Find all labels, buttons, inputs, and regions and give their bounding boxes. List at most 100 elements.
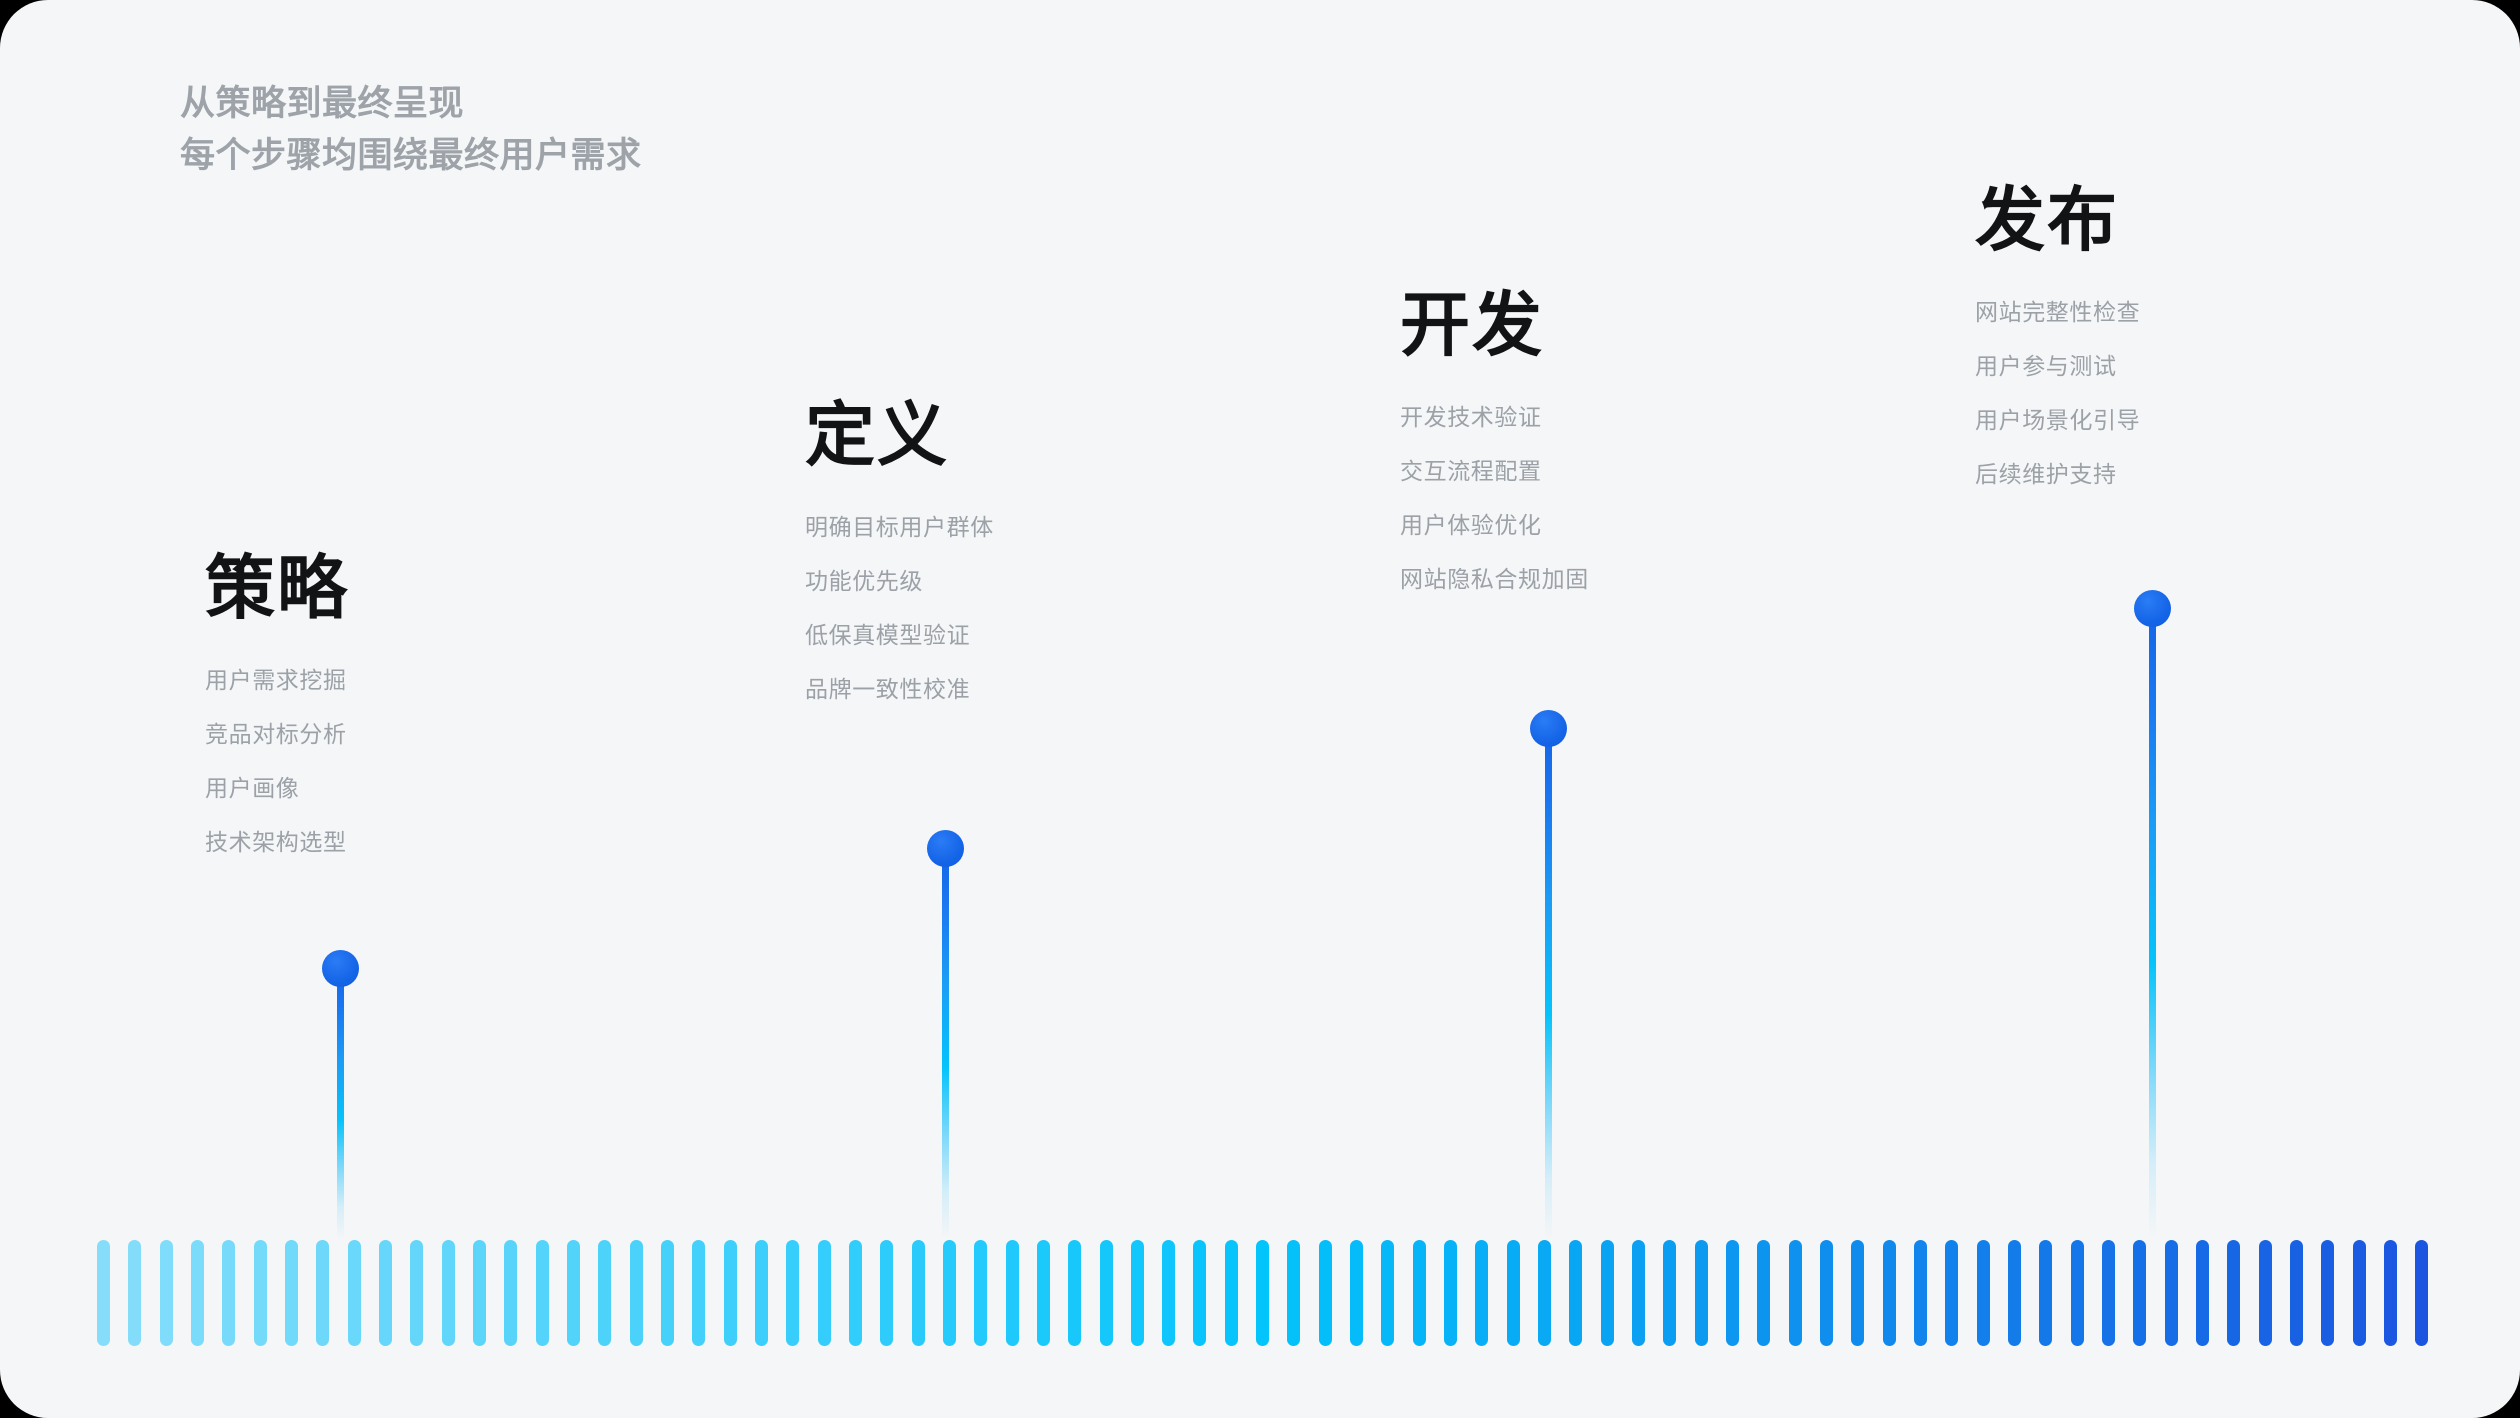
timeline-bar bbox=[1130, 1240, 1144, 1346]
stage-item: 用户场景化引导 bbox=[1975, 407, 2141, 433]
timeline-bar bbox=[222, 1240, 236, 1346]
timeline-bar bbox=[880, 1240, 894, 1346]
timeline-bar bbox=[723, 1240, 737, 1346]
timeline-bar bbox=[2321, 1240, 2335, 1346]
timeline-dot-icon bbox=[2133, 590, 2171, 627]
timeline-bar bbox=[1694, 1240, 1708, 1346]
timeline-bar bbox=[190, 1240, 204, 1346]
timeline-bar bbox=[817, 1240, 831, 1346]
timeline-bar bbox=[1318, 1240, 1332, 1346]
timeline-bar bbox=[1569, 1240, 1583, 1346]
header-line-2: 每个步骤均围绕最终用户需求 bbox=[180, 135, 642, 175]
timeline-bar bbox=[159, 1240, 173, 1346]
stage-item-list: 用户需求挖掘 竞品对标分析 用户画像 技术架构选型 bbox=[205, 669, 349, 854]
timeline-dot-icon bbox=[321, 950, 359, 987]
timeline-bar bbox=[1099, 1240, 1113, 1346]
timeline-bar bbox=[1757, 1240, 1771, 1346]
timeline-bar bbox=[1538, 1240, 1552, 1346]
stage-item: 交互流程配置 bbox=[1400, 458, 1542, 484]
timeline-bar bbox=[284, 1240, 298, 1346]
timeline-bar bbox=[692, 1240, 706, 1346]
stage-item: 后续维护支持 bbox=[1975, 461, 2117, 487]
timeline-bar bbox=[2195, 1240, 2209, 1346]
stage-item: 网站完整性检查 bbox=[1975, 299, 2141, 325]
timeline-dot-icon bbox=[926, 830, 964, 867]
timeline-stem bbox=[1544, 728, 1552, 1240]
timeline-bar bbox=[504, 1240, 518, 1346]
stage-item-list: 开发技术验证 交互流程配置 用户体验优化 网站隐私合规加固 bbox=[1400, 406, 1589, 591]
timeline-bar bbox=[629, 1240, 643, 1346]
timeline-bar bbox=[1976, 1240, 1990, 1346]
timeline-bar bbox=[2039, 1240, 2053, 1346]
header-line-1: 从策略到最终呈现 bbox=[180, 84, 465, 123]
timeline-bar bbox=[1788, 1240, 1802, 1346]
timeline-stem bbox=[941, 848, 949, 1240]
timeline-bar bbox=[566, 1240, 580, 1346]
timeline-bar bbox=[660, 1240, 674, 1346]
stage-column-strategy: 策略 用户需求挖掘 竞品对标分析 用户画像 技术架构选型 bbox=[205, 553, 349, 885]
timeline-bar bbox=[410, 1240, 424, 1346]
timeline-bar bbox=[1506, 1240, 1520, 1346]
timeline-bar bbox=[1381, 1240, 1395, 1346]
timeline-bar bbox=[1068, 1240, 1082, 1346]
stage-title: 开发 bbox=[1400, 286, 1544, 364]
timeline-bar bbox=[1224, 1240, 1238, 1346]
timeline-bar bbox=[1287, 1240, 1301, 1346]
stage-title: 发布 bbox=[1975, 181, 2119, 259]
timeline-bar bbox=[128, 1240, 142, 1346]
stage-item: 用户体验优化 bbox=[1400, 512, 1542, 538]
timeline-bar bbox=[2102, 1240, 2115, 1346]
timeline-bar bbox=[253, 1240, 267, 1346]
timeline-bar bbox=[1663, 1240, 1677, 1346]
timeline-bar bbox=[2227, 1240, 2241, 1346]
timeline-bar bbox=[2258, 1240, 2272, 1346]
stage-title: 定义 bbox=[805, 396, 949, 474]
stage-item: 低保真模型验证 bbox=[805, 622, 971, 648]
timeline-bar bbox=[1036, 1240, 1050, 1346]
timeline-bar bbox=[535, 1240, 549, 1346]
timeline-bar bbox=[754, 1240, 768, 1346]
timeline-bar bbox=[347, 1240, 361, 1346]
timeline-bar bbox=[1444, 1240, 1458, 1346]
timeline-bar bbox=[2352, 1240, 2366, 1346]
stage-item: 竞品对标分析 bbox=[205, 721, 347, 747]
timeline-bar bbox=[1005, 1240, 1019, 1346]
timeline-bar bbox=[472, 1240, 486, 1346]
stage-item-list: 网站完整性检查 用户参与测试 用户场景化引导 后续维护支持 bbox=[1975, 301, 2140, 486]
timeline-bar bbox=[1882, 1240, 1896, 1346]
timeline-bar bbox=[1256, 1240, 1270, 1346]
timeline-bar bbox=[1726, 1240, 1740, 1346]
timeline-stem bbox=[2148, 608, 2156, 1240]
timeline-bar bbox=[97, 1240, 110, 1346]
timeline-bar bbox=[378, 1240, 392, 1346]
timeline-bar bbox=[1600, 1240, 1614, 1346]
stage-item: 品牌一致性校准 bbox=[805, 676, 971, 702]
timeline-bar bbox=[1914, 1240, 1928, 1346]
stage-item: 用户画像 bbox=[205, 775, 300, 801]
stage-item: 功能优先级 bbox=[805, 568, 923, 594]
stage-item: 用户需求挖掘 bbox=[205, 667, 347, 693]
timeline-bar bbox=[316, 1240, 330, 1346]
timeline-bar bbox=[1475, 1240, 1489, 1346]
stage-item: 网站隐私合规加固 bbox=[1400, 566, 1589, 592]
timeline-bar bbox=[1412, 1240, 1426, 1346]
stage-item: 明确目标用户群体 bbox=[805, 514, 994, 540]
timeline-bar bbox=[598, 1240, 612, 1346]
timeline-dot-icon bbox=[1529, 710, 1567, 747]
timeline-bar bbox=[2070, 1240, 2084, 1346]
timeline-bar bbox=[1350, 1240, 1364, 1346]
timeline-bar bbox=[1820, 1240, 1834, 1346]
timeline-bar bbox=[1162, 1240, 1176, 1346]
timeline-bar bbox=[911, 1240, 925, 1346]
timeline-bar-strip bbox=[97, 1240, 2429, 1346]
header: 从策略到最终呈现 每个步骤均围绕最终用户需求 bbox=[180, 78, 1080, 182]
timeline-bar bbox=[1193, 1240, 1207, 1346]
stage-item-list: 明确目标用户群体 功能优先级 低保真模型验证 品牌一致性校准 bbox=[805, 516, 994, 701]
timeline-bar bbox=[441, 1240, 455, 1346]
stage-item: 用户参与测试 bbox=[1975, 353, 2117, 379]
timeline-bar bbox=[2133, 1240, 2147, 1346]
timeline-bar bbox=[974, 1240, 988, 1346]
timeline-bar bbox=[2008, 1240, 2022, 1346]
timeline-bar bbox=[1632, 1240, 1646, 1346]
